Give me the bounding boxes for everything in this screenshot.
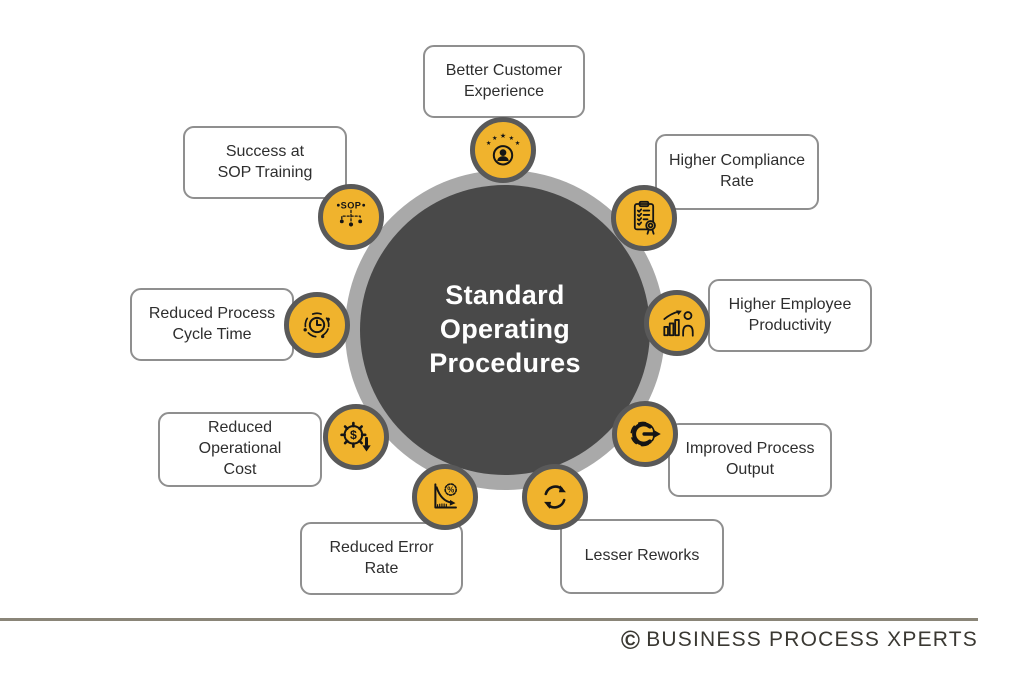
label-improved-process-output: Improved Process Output: [668, 423, 832, 497]
productivity-growth-icon: [644, 290, 710, 356]
label-lesser-reworks: Lesser Reworks: [560, 519, 724, 594]
svg-text:$: $: [350, 428, 357, 442]
brand-logo: © BUSINESS PROCESS XPERTS: [621, 627, 978, 653]
cycle-time-clock-icon: [284, 292, 350, 358]
svg-text:★: ★: [492, 135, 498, 142]
cost-reduction-gear-icon: $: [323, 404, 389, 470]
svg-text:★: ★: [515, 140, 521, 147]
hub-circle: Standard Operating Procedures: [360, 185, 650, 475]
sop-hierarchy-icon: SOP: [318, 184, 384, 250]
svg-text:★: ★: [500, 132, 506, 140]
copyright-icon: ©: [620, 625, 642, 655]
label-better-customer-experience: Better Customer Experience: [423, 45, 585, 118]
svg-text:%: %: [447, 485, 454, 494]
customer-rating-icon: ★ ★ ★ ★ ★: [470, 117, 536, 183]
rework-sync-arrows-icon: [522, 464, 588, 530]
brand-name: BUSINESS PROCESS XPERTS: [646, 628, 978, 651]
error-rate-decline-icon: %: [412, 464, 478, 530]
compliance-checklist-icon: [611, 185, 677, 251]
label-higher-compliance-rate: Higher Compliance Rate: [655, 134, 819, 210]
label-reduced-process-cycle-time: Reduced Process Cycle Time: [130, 288, 294, 361]
label-higher-employee-productivity: Higher Employee Productivity: [708, 279, 872, 352]
svg-text:★: ★: [509, 135, 515, 142]
label-success-at-sop-training: Success at SOP Training: [183, 126, 347, 199]
label-reduced-error-rate: Reduced Error Rate: [300, 522, 463, 595]
diagram-title: Standard Operating Procedures: [429, 280, 581, 378]
process-output-gear-icon: [612, 401, 678, 467]
svg-text:SOP: SOP: [341, 200, 362, 210]
svg-text:★: ★: [486, 140, 492, 147]
label-reduced-operational-cost: Reduced Operational Cost: [158, 412, 322, 487]
footer-divider-line: [0, 618, 978, 621]
